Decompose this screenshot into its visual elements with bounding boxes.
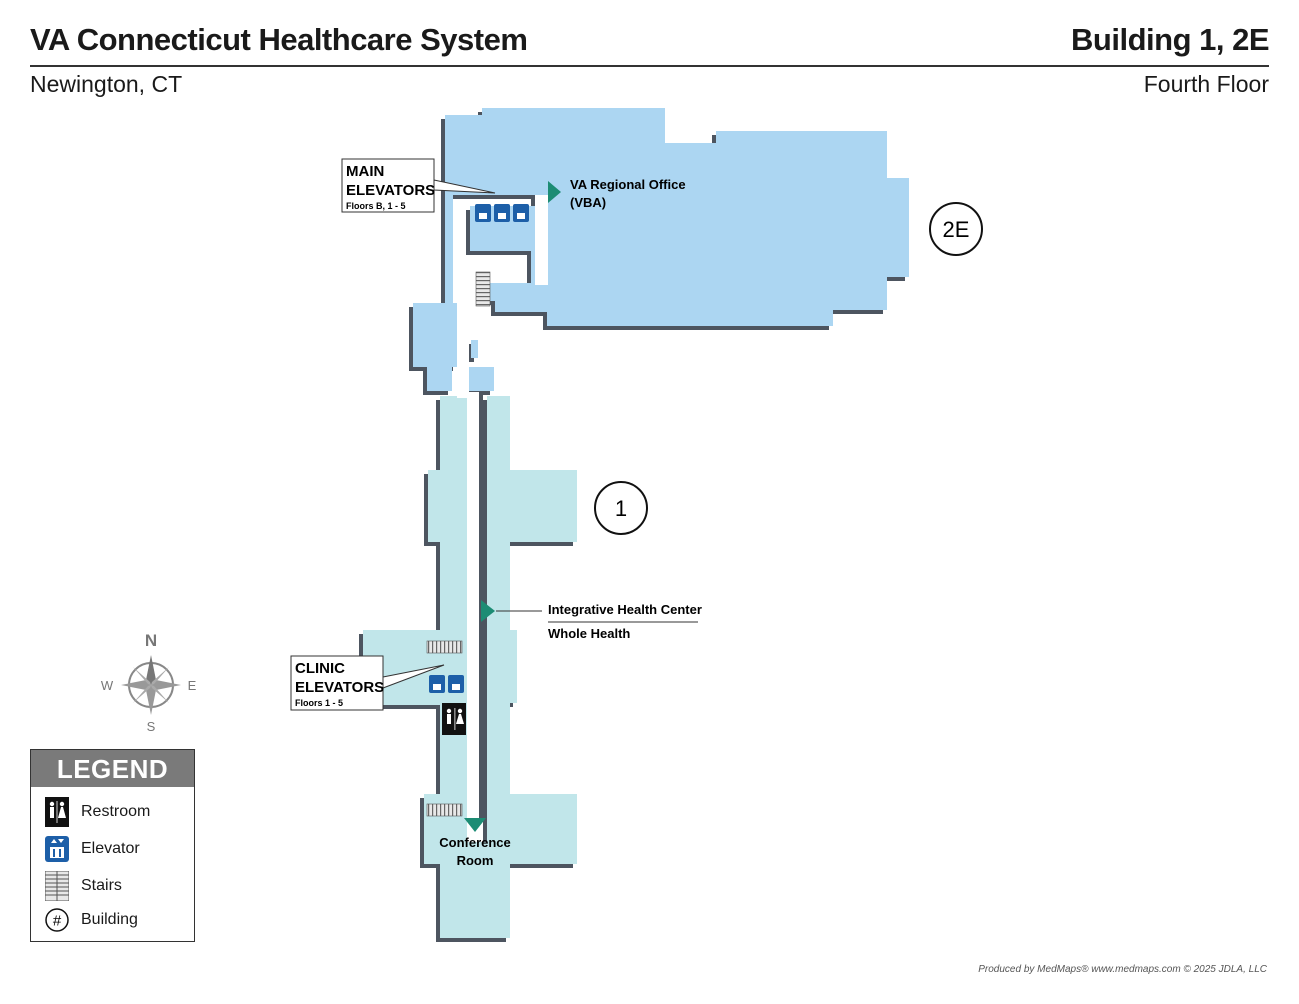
- compass-west: W: [101, 678, 114, 693]
- main-elevators-label: MAIN: [346, 163, 384, 180]
- elevator-icon: [429, 675, 445, 693]
- va-regional-office-arrow: [548, 181, 561, 203]
- whole-health-label: Whole Health: [548, 626, 630, 641]
- main-elevators-floors: Floors B, 1 - 5: [346, 201, 406, 211]
- building-1-number: 1: [615, 496, 627, 521]
- main-elevators-label-2: ELEVATORS: [346, 182, 435, 199]
- restroom-icon: [442, 703, 466, 735]
- va-regional-office-sublabel: (VBA): [570, 195, 606, 210]
- conference-room-label: Conference: [439, 835, 511, 850]
- elevator-icon: [513, 204, 529, 222]
- legend-label-building: Building: [81, 911, 138, 928]
- clinic-elevators: [429, 675, 464, 693]
- conference-room-sublabel: Room: [457, 853, 494, 868]
- svg-text:#: #: [53, 913, 62, 930]
- stairs-icon: [426, 803, 463, 817]
- legend-label-stairs: Stairs: [81, 877, 122, 894]
- legend-label-elevator: Elevator: [81, 840, 140, 857]
- clinic-elevators-label: CLINIC: [295, 660, 345, 677]
- elevator-icon: [45, 836, 69, 862]
- legend-title: LEGEND: [31, 750, 194, 787]
- floor-label: Fourth Floor: [1143, 71, 1269, 97]
- connecting-corridor: [457, 318, 469, 398]
- header-divider: [30, 65, 1269, 67]
- building-title: Building 1, 2E: [1071, 22, 1269, 57]
- restroom-icon: [45, 797, 69, 827]
- credit-text: Produced by MedMaps® www.medmaps.com © 2…: [978, 964, 1267, 975]
- legend-item-restroom: Restroom: [45, 797, 190, 827]
- legend: LEGEND Restroom Elevator Stairs: [30, 749, 195, 942]
- building-1-marker: [594, 481, 648, 535]
- stairs-icon: [426, 640, 463, 654]
- building-2e-number: 2E: [943, 217, 970, 242]
- compass-rose: N S W E: [101, 631, 197, 734]
- clinic-elevators-label-2: ELEVATORS: [295, 679, 384, 696]
- conference-room-arrow: [464, 818, 486, 832]
- legend-item-building: # Building: [45, 905, 190, 935]
- legend-item-elevator: Elevator: [45, 834, 190, 864]
- elevator-icon: [448, 675, 464, 693]
- compass-east: E: [188, 678, 197, 693]
- integrative-health-arrow: [481, 600, 495, 622]
- main-elevators-callout: MAIN ELEVATORS Floors B, 1 - 5: [341, 158, 496, 213]
- building-2e-floorplate: [409, 108, 909, 395]
- building-1-floorplate: [359, 392, 577, 942]
- legend-item-stairs: Stairs: [45, 871, 190, 901]
- elevator-icon: [494, 204, 510, 222]
- legend-label-restroom: Restroom: [81, 803, 151, 820]
- stairs-icon: [475, 271, 491, 307]
- page-title: VA Connecticut Healthcare System: [30, 22, 528, 57]
- clinic-elevators-callout: CLINIC ELEVATORS Floors 1 - 5: [290, 655, 445, 711]
- location-subtitle: Newington, CT: [30, 71, 183, 97]
- building-2e-marker: [929, 202, 983, 256]
- compass-south: S: [147, 719, 156, 734]
- stairs-icon: [45, 871, 69, 901]
- integrative-health-label: Integrative Health Center: [548, 602, 702, 617]
- building-number-icon: #: [45, 908, 69, 932]
- main-elevators: [475, 204, 529, 222]
- clinic-elevators-floors: Floors 1 - 5: [295, 698, 343, 708]
- compass-north: N: [145, 631, 157, 650]
- va-regional-office-label: VA Regional Office: [570, 177, 686, 192]
- elevator-icon: [475, 204, 491, 222]
